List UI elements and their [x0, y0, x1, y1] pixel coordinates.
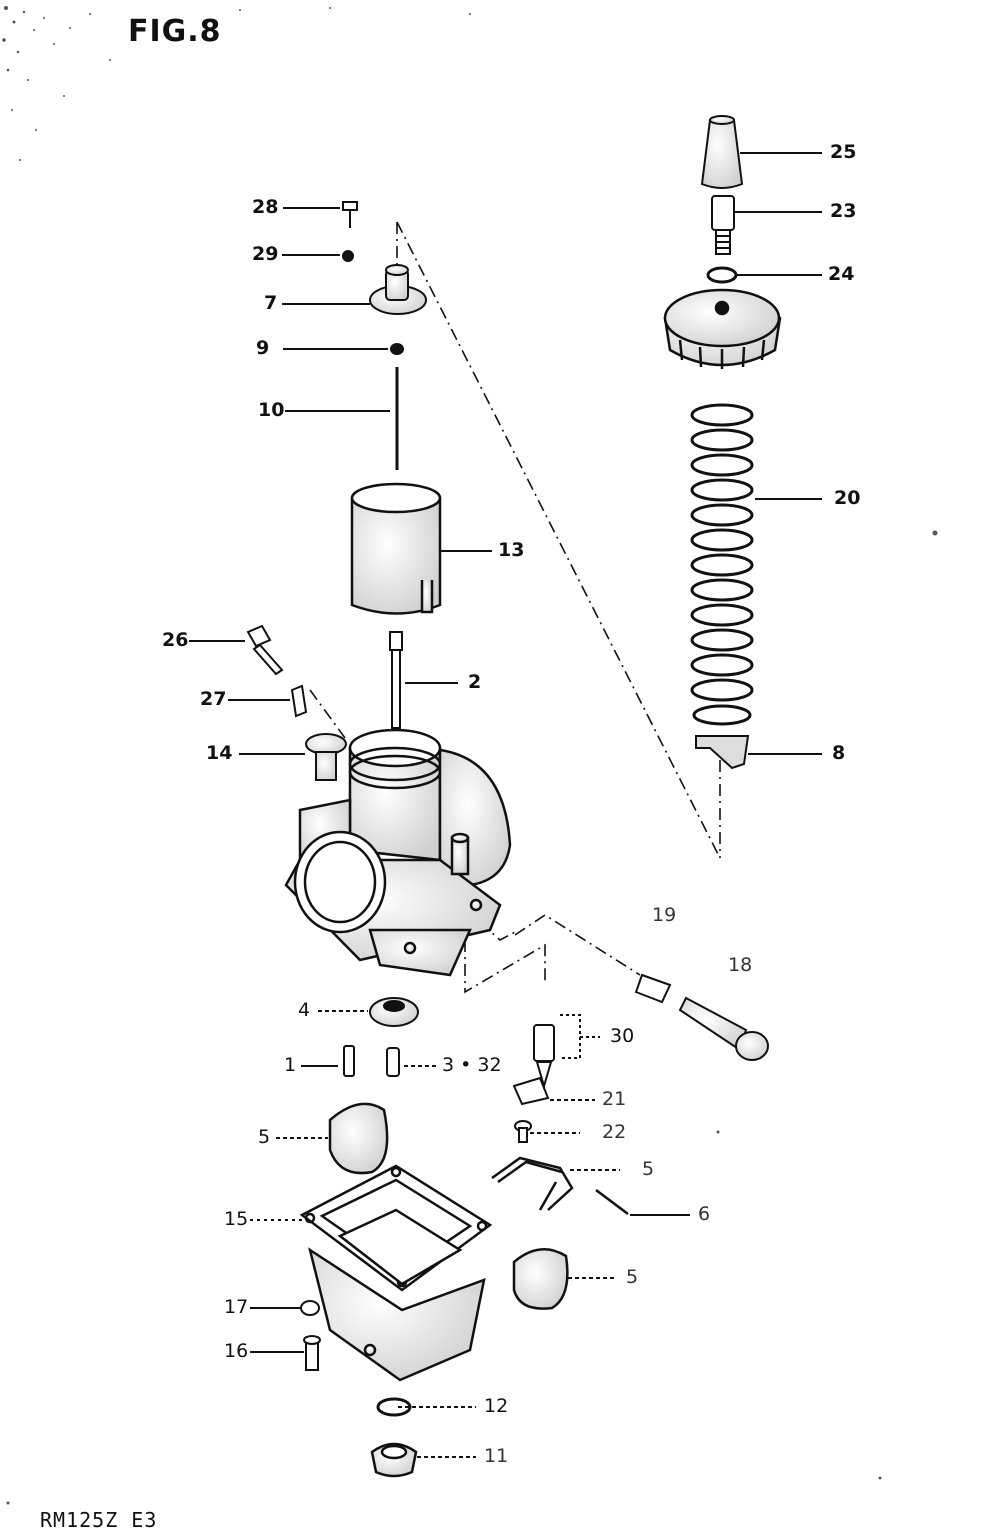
part-2-needle-jet: [389, 631, 403, 729]
label-19: 18: [728, 954, 753, 976]
part-8-holder: [369, 264, 427, 315]
label-26: 25: [830, 141, 857, 163]
label-14: 13: [498, 539, 525, 561]
label-31: 30: [610, 1025, 635, 1047]
label-25: 24: [828, 263, 855, 285]
label-9: 8: [832, 742, 846, 764]
part-19-pilot-screw: [678, 996, 769, 1061]
part-6-float-arm: [491, 1156, 574, 1211]
part-22-clip: [512, 1076, 550, 1106]
part-1-jet: [343, 1045, 355, 1077]
part-10-clip: [390, 343, 404, 355]
part-3-jet: [386, 1047, 400, 1077]
label-4: 4: [298, 999, 311, 1021]
label-27: 26: [162, 629, 189, 651]
label-16: 15: [224, 1208, 249, 1230]
part-9-retainer: [695, 735, 750, 770]
part-13-oring: [376, 1397, 412, 1417]
footer-model-code: RM125Z E3: [40, 1508, 158, 1532]
label-20: 19: [652, 904, 677, 926]
part-14-throttle-valve: [350, 482, 442, 615]
label-23: 22: [602, 1121, 627, 1143]
part-23-screw: [514, 1120, 532, 1143]
part-17-bolt: [303, 1335, 321, 1371]
part-29-screw: [342, 201, 358, 228]
figure-title: FIG.8: [128, 14, 222, 49]
part-15-cap: [305, 733, 347, 781]
label-28: 27: [200, 688, 227, 710]
label-11: 10: [258, 399, 285, 421]
label-6: 5: [642, 1158, 655, 1180]
label-8: 7: [264, 292, 278, 314]
part-5-float-a: [328, 1102, 389, 1175]
part-7-pin: [595, 1189, 629, 1215]
part-4-gasket: [369, 997, 419, 1027]
part-28-spring: [290, 684, 308, 718]
part-31-float-valve: [533, 1024, 555, 1090]
label-12: 11: [484, 1445, 509, 1467]
part-26-cap: [700, 115, 744, 189]
carburetor-body: [284, 728, 512, 977]
label-10: 9: [256, 337, 270, 359]
label-5-a: 5: [258, 1126, 271, 1148]
label-29: 28: [252, 196, 279, 218]
part-21-spring: [690, 403, 754, 726]
part-20-spring: [634, 973, 672, 1004]
label-15: 14: [206, 742, 233, 764]
part-25-nut: [706, 266, 738, 284]
label-17: 16: [224, 1340, 249, 1362]
label-3-32: 3 • 32: [442, 1054, 502, 1076]
label-21: 20: [834, 487, 861, 509]
label-1: 1: [284, 1054, 297, 1076]
label-18: 17: [224, 1296, 249, 1318]
scan-noise: [2, 6, 938, 1505]
part-18-washer: [300, 1300, 320, 1316]
label-22: 21: [602, 1088, 627, 1110]
part-12-plug: [370, 1442, 418, 1478]
part-5-float-b: [512, 1248, 569, 1310]
float-bowl: [308, 1208, 486, 1382]
label-5-b: 5: [626, 1266, 639, 1288]
part-27-air-screw: [246, 624, 284, 676]
label-30: 29: [252, 243, 279, 265]
part-24-adjuster: [711, 195, 735, 255]
part-30-ball: [342, 250, 354, 262]
label-2: 2: [468, 671, 482, 693]
label-24: 23: [830, 200, 857, 222]
label-13: 12: [484, 1395, 509, 1417]
label-7: 6: [698, 1203, 711, 1225]
top-cap: [663, 288, 782, 369]
leader-lines: [189, 152, 822, 1458]
